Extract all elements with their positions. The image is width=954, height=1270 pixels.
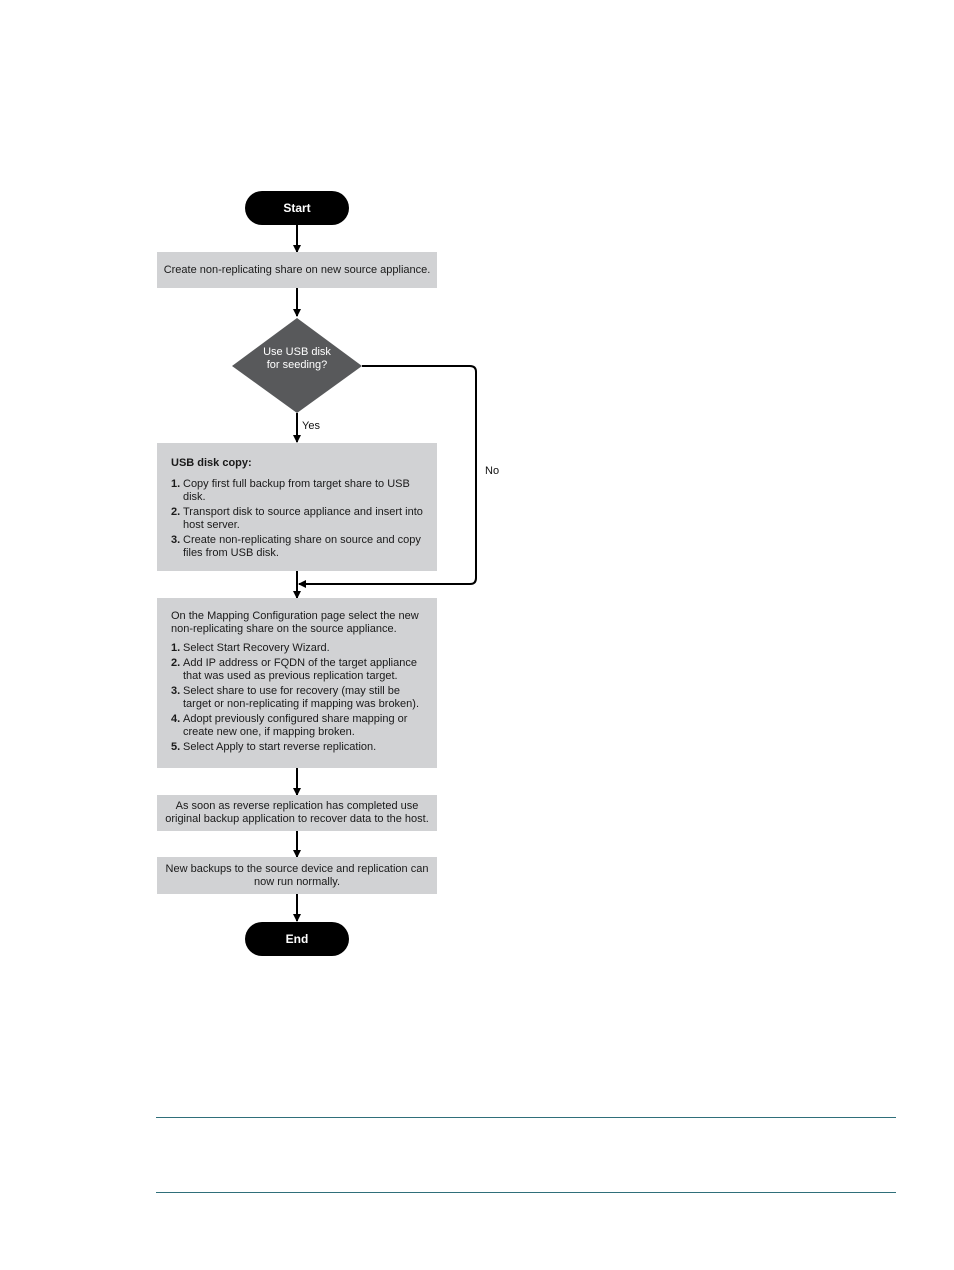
- mapping-step: 4.Adopt previously configured share mapp…: [171, 713, 423, 739]
- mapping-step-text: Select Start Recovery Wizard.: [183, 642, 330, 654]
- label-yes: Yes: [302, 420, 320, 432]
- usb-step-text: Copy first full backup from target share…: [183, 478, 410, 503]
- usb-copy-steps: 1.Copy first full backup from target sha…: [171, 478, 423, 560]
- step-run-normally: New backups to the source device and rep…: [157, 857, 437, 894]
- step-recover-data: As soon as reverse replication has compl…: [157, 795, 437, 831]
- usb-step-text: Transport disk to source appliance and i…: [183, 506, 423, 531]
- mapping-step-text: Select share to use for recovery (may st…: [183, 685, 420, 710]
- decision-diamond: [232, 318, 362, 413]
- usb-step: 1.Copy first full backup from target sha…: [171, 478, 423, 504]
- usb-step-number: 1.: [171, 478, 181, 490]
- step-mapping-configuration: On the Mapping Configuration page select…: [157, 598, 437, 768]
- mapping-step-text: Select Apply to start reverse replicatio…: [183, 741, 377, 753]
- mapping-step: 5.Select Apply to start reverse replicat…: [171, 741, 423, 754]
- mapping-step: 3.Select share to use for recovery (may …: [171, 685, 423, 711]
- divider-top: [156, 1117, 896, 1118]
- mapping-step-text: Add IP address or FQDN of the target app…: [183, 657, 417, 682]
- mapping-step-number: 2.: [171, 657, 181, 669]
- mapping-step-number: 1.: [171, 642, 181, 654]
- step-create-share-text: Create non-replicating share on new sour…: [163, 263, 431, 276]
- step-usb-disk-copy: USB disk copy: 1.Copy first full backup …: [157, 443, 437, 571]
- mapping-step: 1.Select Start Recovery Wizard.: [171, 642, 423, 655]
- usb-step: 3.Create non-replicating share on source…: [171, 534, 423, 560]
- end-terminal: End: [245, 922, 349, 956]
- label-no: No: [485, 465, 500, 477]
- arrow-decision-no: [298, 365, 477, 588]
- mapping-step-number: 5.: [171, 741, 181, 753]
- step-create-share: Create non-replicating share on new sour…: [157, 252, 437, 288]
- usb-copy-heading: USB disk copy:: [171, 457, 252, 469]
- usb-step-text: Create non-replicating share on source a…: [183, 534, 421, 559]
- mapping-step: 2.Add IP address or FQDN of the target a…: [171, 657, 423, 683]
- mapping-intro: On the Mapping Configuration page select…: [171, 610, 419, 635]
- mapping-step-number: 3.: [171, 685, 181, 697]
- start-label: Start: [283, 201, 311, 215]
- end-label: End: [285, 932, 309, 946]
- decision-line-2: for seeding?: [266, 359, 328, 371]
- step-normal-text: New backups to the source device and rep…: [165, 862, 429, 888]
- divider-bottom: [156, 1192, 896, 1193]
- mapping-steps: 1.Select Start Recovery Wizard. 2.Add IP…: [171, 642, 423, 754]
- decision-line-1: Use USB disk: [263, 346, 331, 358]
- usb-step-number: 3.: [171, 534, 181, 546]
- mapping-step-number: 4.: [171, 713, 181, 725]
- decision-label: Use USB disk for seeding?: [232, 346, 362, 372]
- mapping-step-text: Adopt previously configured share mappin…: [183, 713, 408, 738]
- start-terminal: Start: [245, 191, 349, 225]
- usb-step: 2.Transport disk to source appliance and…: [171, 506, 423, 532]
- step-recover-text: As soon as reverse replication has compl…: [165, 800, 429, 825]
- usb-step-number: 2.: [171, 506, 181, 518]
